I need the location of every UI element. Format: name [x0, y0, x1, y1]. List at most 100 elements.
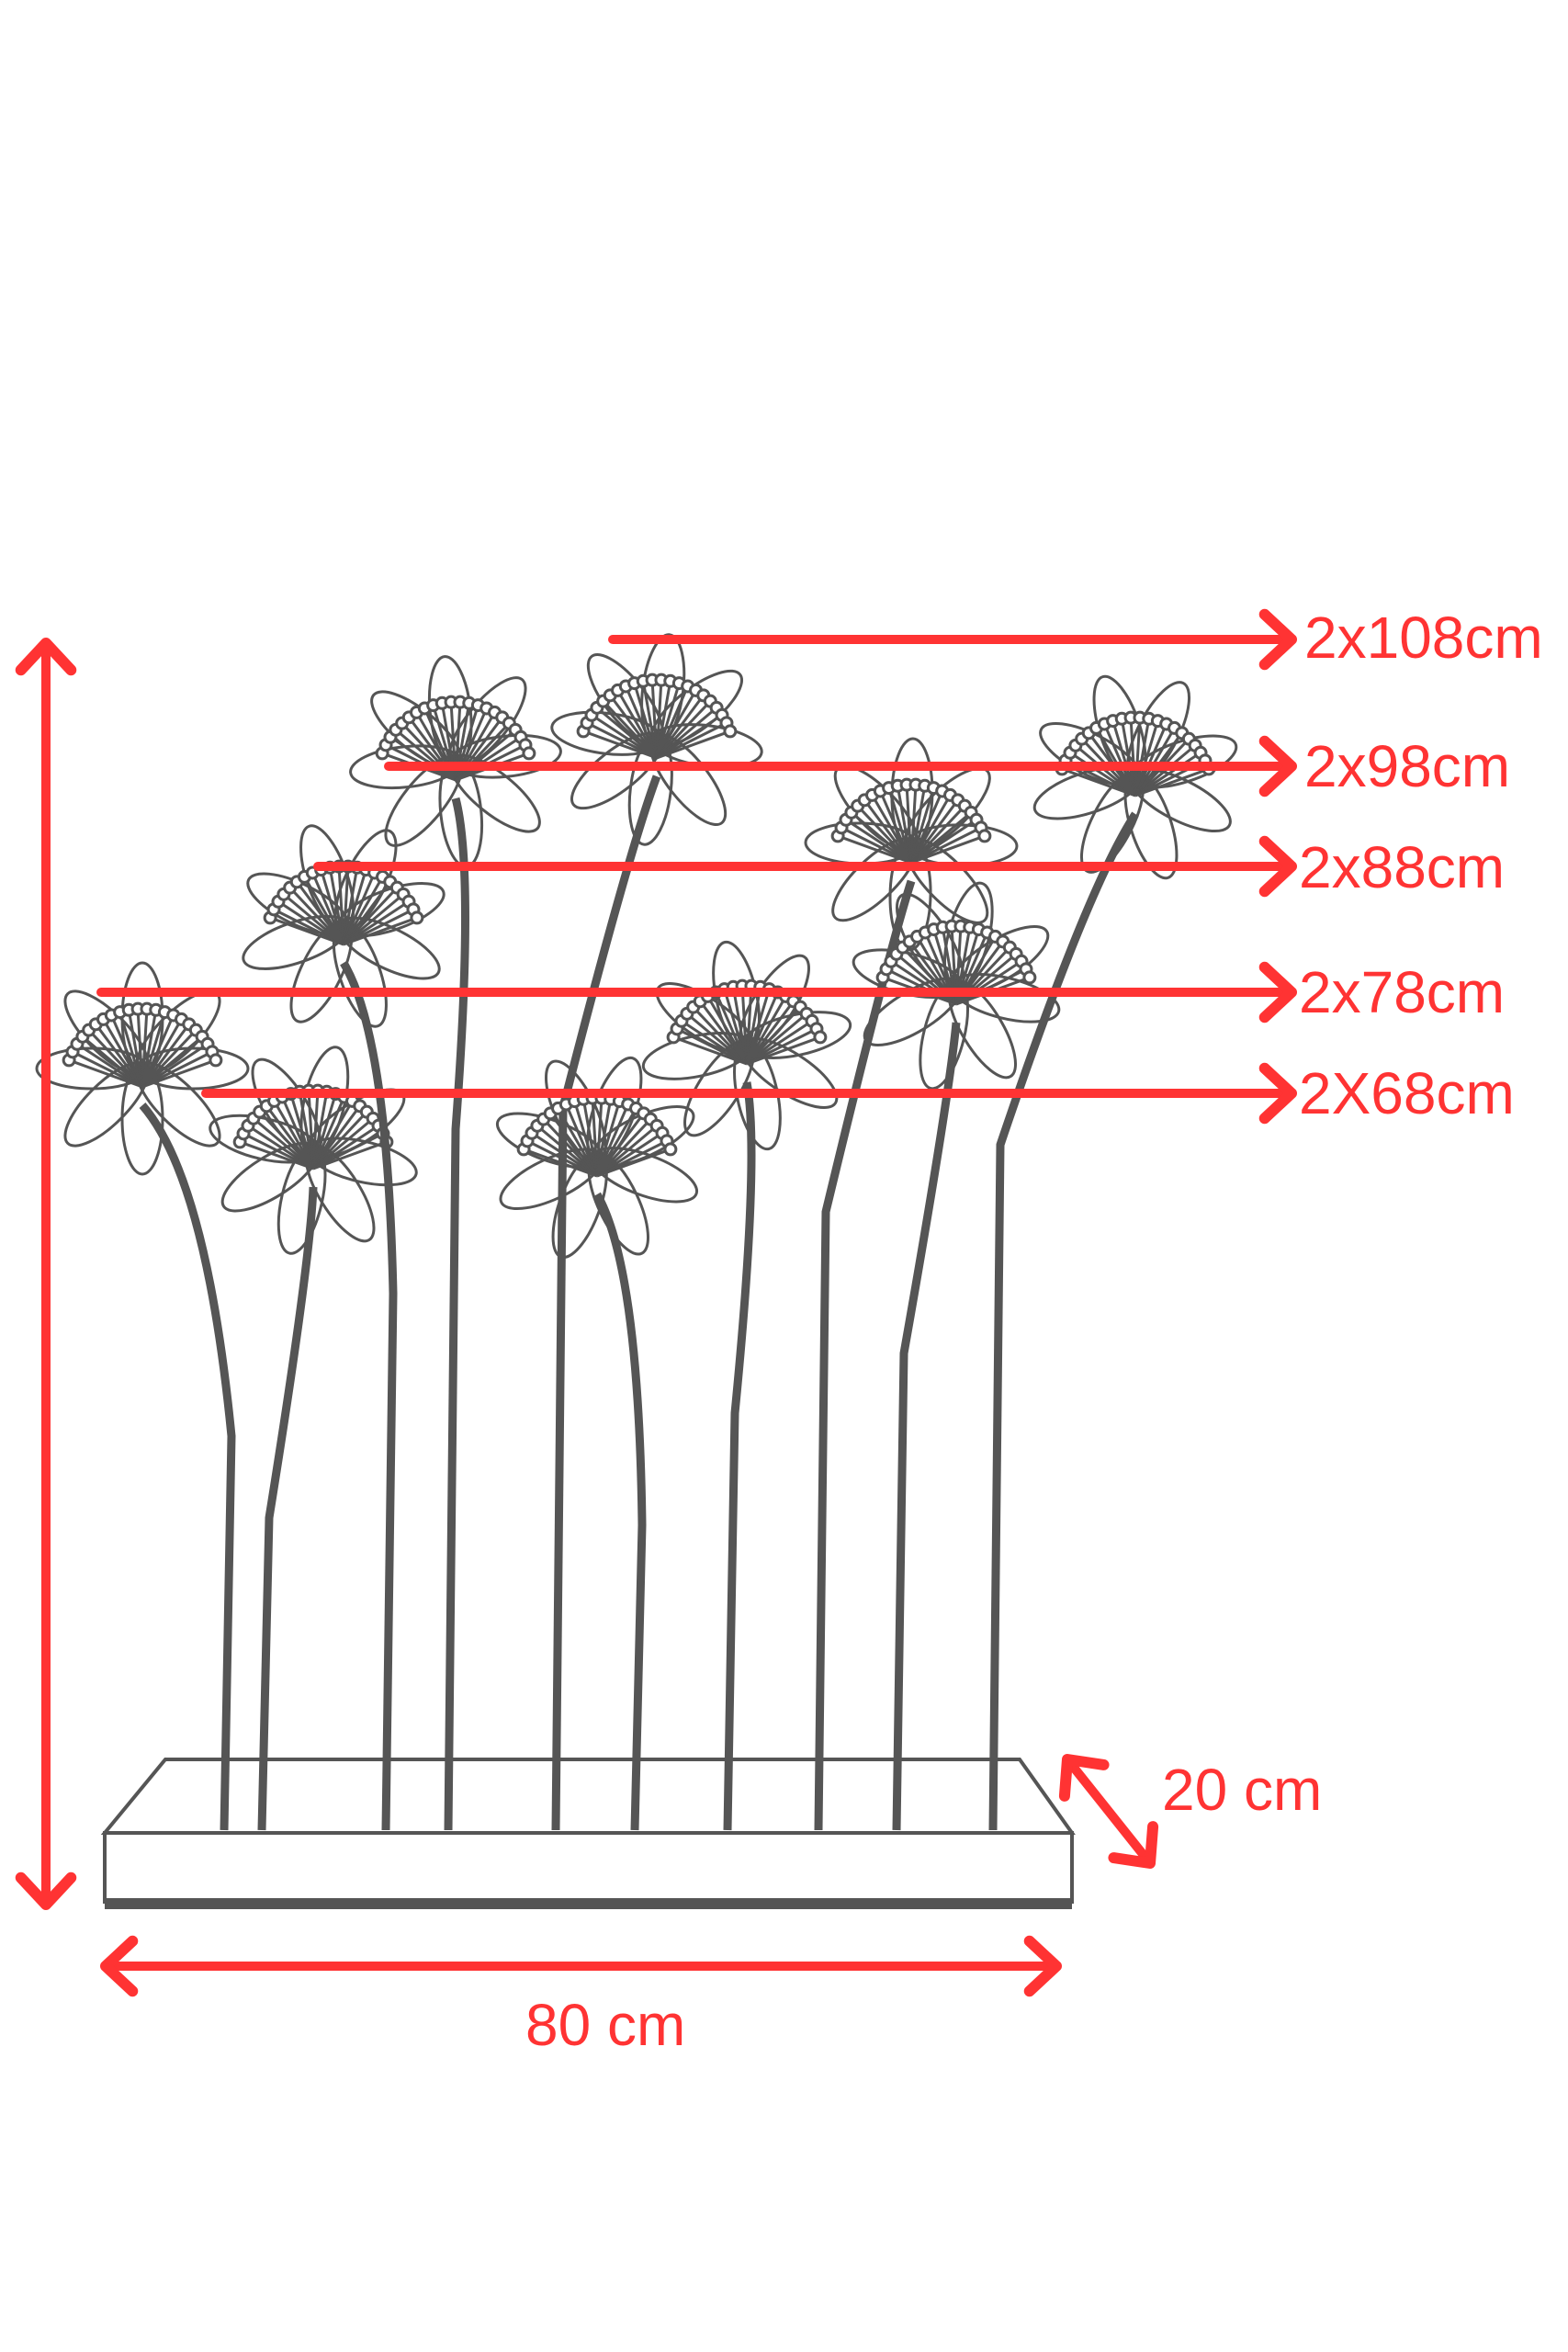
flower-stamen — [343, 900, 410, 946]
flower-stamen — [102, 1018, 144, 1088]
flower-stamen — [582, 729, 658, 760]
depth-arrow-head — [1108, 1821, 1159, 1869]
flower-stamen — [1134, 723, 1168, 797]
flower-stamen — [731, 987, 749, 1065]
flower-stamen — [1134, 752, 1201, 797]
flower-stamen — [141, 1009, 149, 1088]
flower-stem — [444, 797, 469, 1831]
flower-stem — [723, 1081, 756, 1831]
flower-stamen — [609, 694, 659, 759]
height-arrow-98-head — [1258, 735, 1297, 797]
flower-stamen — [337, 866, 345, 945]
flower-stamen — [118, 1012, 144, 1088]
flower-stem — [892, 1022, 961, 1831]
flower-stamen — [320, 869, 345, 945]
stamen-tip — [1022, 970, 1037, 985]
flower-stamen — [342, 887, 399, 946]
flower-stamen — [581, 1099, 599, 1177]
flower-stamen — [523, 1148, 598, 1178]
width-label: 80 cm — [525, 1992, 686, 2058]
flower-stamen — [909, 786, 927, 864]
flower-stamen — [531, 1132, 598, 1178]
flower-stamen — [342, 880, 391, 945]
height-label-78: 2x78cm — [1299, 959, 1506, 1025]
flower-stamen — [910, 811, 973, 865]
flower-stamen — [277, 900, 344, 946]
flower-stamen — [141, 1010, 158, 1088]
height-arrow-78-head — [1258, 961, 1297, 1023]
flower-stamen — [303, 876, 345, 945]
flower-stamen — [633, 683, 659, 759]
flower-stamen — [840, 826, 912, 865]
flower-stamen — [656, 721, 728, 760]
flower-stamen — [624, 685, 659, 759]
flower-stamen — [655, 689, 697, 759]
flower-stamen — [1061, 767, 1136, 797]
flower-stamen — [887, 787, 913, 864]
flower-stamen — [310, 872, 345, 945]
flower-stamen — [1120, 718, 1137, 797]
stamen-tip — [410, 910, 424, 925]
flower-stamen — [591, 714, 658, 760]
flower-stamen — [746, 1020, 813, 1066]
flower-stamen — [394, 729, 457, 782]
flower-stamen — [655, 680, 663, 759]
flower-stamen — [685, 1012, 748, 1066]
flower-stamen — [656, 714, 723, 760]
stamen-tip — [209, 1053, 223, 1068]
stamen-tip — [977, 829, 992, 843]
flower-stamen — [289, 1093, 315, 1170]
flower-stamen — [909, 794, 952, 864]
flower-stamen — [343, 916, 418, 946]
flower-stamen — [672, 1035, 748, 1066]
flower-stamen — [896, 786, 913, 864]
flower-stem — [139, 1102, 236, 1831]
flower-stamen — [845, 819, 912, 865]
flower-stamen — [343, 893, 405, 946]
flower-stamen — [871, 794, 913, 864]
flower-stamen — [1111, 720, 1137, 797]
flower-stamen — [676, 1027, 748, 1066]
flower-stamen — [1134, 767, 1210, 797]
flower-stamen — [1069, 752, 1136, 797]
flower-stamen — [243, 1132, 314, 1170]
flower-stamen — [141, 1018, 183, 1088]
depth-arrow — [1063, 1755, 1155, 1868]
height-arrow-68-head — [1258, 1062, 1297, 1125]
flower-stamen — [312, 1117, 375, 1170]
flower-stamen — [850, 811, 912, 865]
flower-stamen — [595, 1099, 613, 1177]
flower-stamen — [909, 785, 918, 864]
flower-stamen — [714, 991, 749, 1065]
flower-stamen — [745, 995, 787, 1065]
flower-stamen — [905, 785, 913, 864]
flower-stamen — [746, 1035, 821, 1066]
flower-stamen — [141, 1035, 204, 1089]
flower-stamen — [288, 887, 345, 946]
flower-stamen — [596, 1148, 671, 1178]
flower-stamen — [265, 1104, 315, 1170]
flower-stamen — [641, 681, 659, 759]
flower-stamen — [746, 1012, 808, 1066]
flower-stamen — [526, 1139, 598, 1178]
flower-stamen — [273, 908, 344, 946]
flower-stamen — [595, 1107, 637, 1177]
flower-stamen — [655, 685, 690, 759]
flower-stamen — [910, 834, 986, 865]
stamen-tip — [723, 724, 738, 739]
flower-stamen — [573, 1101, 599, 1177]
flower-stamen — [136, 1009, 144, 1088]
flower-stamen — [342, 867, 359, 945]
flower-stem — [814, 879, 916, 1831]
flower-stamen — [307, 1091, 315, 1170]
flower-stamen — [681, 1020, 748, 1066]
flower-stamen — [389, 736, 457, 782]
height-label-108: 2x108cm — [1304, 605, 1543, 671]
height-arrow-88-head — [1258, 835, 1297, 898]
flower-stamen — [595, 1103, 630, 1177]
height-label-98: 2x98cm — [1304, 733, 1511, 799]
flower-stamen — [342, 866, 350, 945]
flower-stamen — [692, 1006, 749, 1066]
flower-stamen — [910, 819, 977, 865]
